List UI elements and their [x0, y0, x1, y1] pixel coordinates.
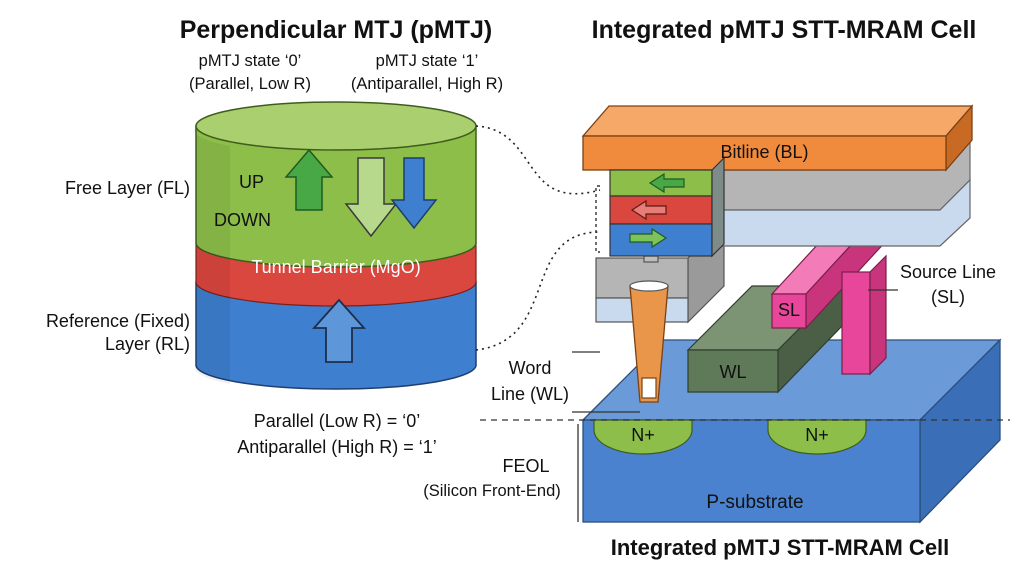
state1-line2: (Antiparallel, High R)	[350, 75, 504, 93]
word-line-label-line1: Word	[508, 358, 552, 378]
wl-tag: WL	[719, 362, 747, 382]
legend-line1: Parallel (Low R) = ‘0’	[253, 411, 421, 431]
left-title: Perpendicular MTJ (pMTJ)	[179, 16, 493, 44]
reference-layer-up-arrow	[311, 298, 367, 363]
legend-line2: Antiparallel (High R) = ‘1’	[237, 437, 437, 457]
reference-label-line1: Reference (Fixed)	[45, 311, 190, 331]
reference-label-line2: Layer (RL)	[104, 334, 190, 354]
source-line-label-line2: (SL)	[930, 287, 965, 307]
feol-label-line1: FEOL	[502, 456, 550, 476]
bottom-title: Integrated pMTJ STT-MRAM Cell	[610, 535, 950, 560]
integrated-mtj-stack	[595, 156, 725, 258]
stack-arrow-free-layer	[648, 172, 685, 194]
stack-arrow-reference	[629, 227, 668, 249]
word-line-leader	[572, 351, 640, 413]
free-layer-label: Free Layer (FL)	[64, 178, 190, 198]
feol-label-line2: (Silicon Front-End)	[423, 482, 561, 500]
free-layer-down-blue-arrow	[390, 157, 438, 230]
stack-arrow-barrier	[630, 199, 667, 221]
n-plus-left-well	[593, 419, 693, 455]
word-line-front	[687, 349, 779, 393]
sl-tag: SL	[777, 300, 801, 320]
up-label: UP	[239, 172, 265, 192]
pmtj-cylinder	[194, 101, 477, 390]
connector-curve-bottom	[475, 231, 601, 351]
bitline-label: Bitline (BL)	[720, 142, 809, 162]
source-line-bar-front	[771, 293, 807, 329]
down-label: DOWN	[214, 210, 271, 230]
state0-line1: pMTJ state ‘0’	[198, 52, 302, 70]
source-line-pillar	[841, 271, 871, 375]
tunnel-barrier-label: Tunnel Barrier (MgO)	[251, 257, 421, 277]
bitline-top	[581, 105, 974, 137]
n-plus-right-label: N+	[805, 425, 829, 445]
connector-curve-top	[475, 125, 601, 195]
integrated-cell	[581, 104, 1002, 524]
bitline-front	[582, 135, 947, 171]
free-layer-up-arrow	[284, 148, 334, 211]
n-plus-left-label: N+	[631, 425, 655, 445]
state1-line1: pMTJ state ‘1’	[375, 52, 479, 70]
word-line-label-line2: Line (WL)	[490, 384, 570, 404]
n-plus-right-well	[767, 419, 867, 455]
state0-line2: (Parallel, Low R)	[189, 75, 311, 93]
right-title: Integrated pMTJ STT-MRAM Cell	[591, 16, 977, 44]
free-layer-down-outline-arrow	[344, 157, 398, 238]
source-line-label-line1: Source Line	[899, 262, 997, 282]
free-layer-top	[195, 101, 477, 151]
substrate-label: P-substrate	[706, 492, 804, 513]
